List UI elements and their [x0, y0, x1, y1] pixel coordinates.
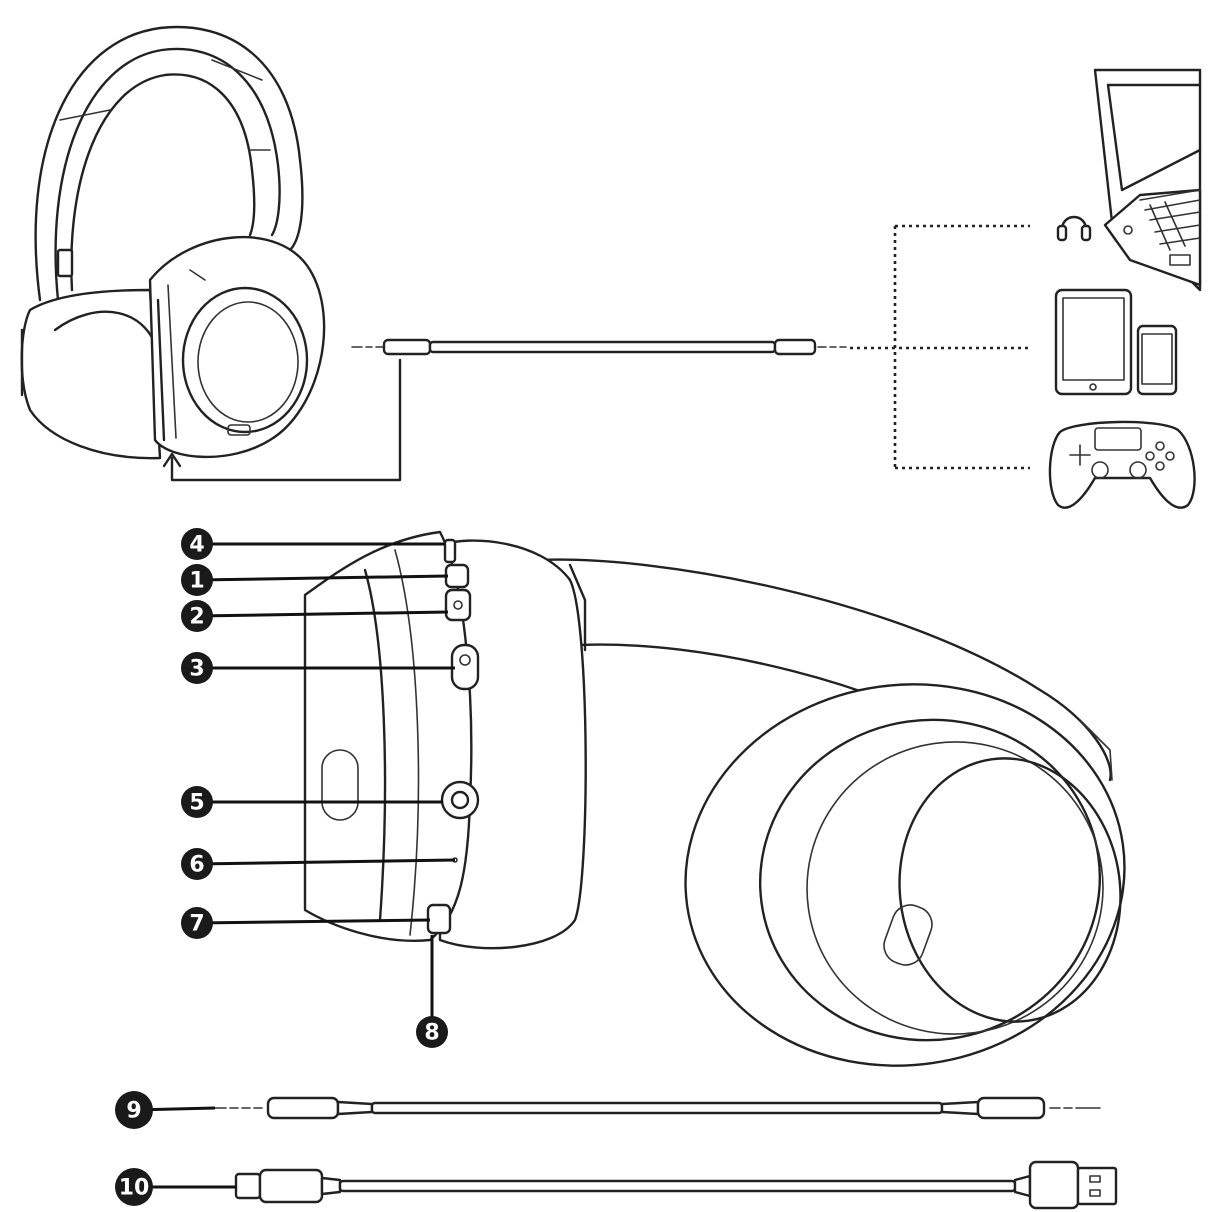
- callout-2-label: 2: [189, 605, 204, 630]
- callout-8: 8: [416, 1016, 448, 1048]
- callout-7-label: 7: [189, 912, 204, 937]
- callout-leaders: [133, 542, 456, 1189]
- aux-cable-top: [351, 338, 847, 356]
- callout-10: 10: [115, 1168, 153, 1206]
- usb-c-cable: [234, 1160, 1118, 1210]
- aux-cable: [214, 1096, 1101, 1120]
- callout-7: 7: [181, 907, 213, 939]
- laptop-icon: [1093, 68, 1202, 292]
- callout-1-label: 1: [189, 569, 204, 594]
- callout-6: 6: [181, 848, 213, 880]
- callout-3: 3: [181, 652, 213, 684]
- headphones-top-illustration: [20, 25, 326, 460]
- callout-9: 9: [115, 1091, 153, 1129]
- callout-4-label: 4: [189, 533, 204, 558]
- callout-5: 5: [181, 786, 213, 818]
- tablet-icon: [1054, 288, 1133, 396]
- callout-9-label: 9: [126, 1099, 141, 1124]
- connection-lines: [850, 224, 1030, 470]
- callout-4: 4: [181, 528, 213, 560]
- callout-5-label: 5: [189, 791, 204, 816]
- callout-10-label: 10: [119, 1176, 150, 1201]
- callout-6-label: 6: [189, 853, 204, 878]
- phone-icon: [1136, 324, 1178, 396]
- callout-3-label: 3: [189, 657, 204, 682]
- headset-icon: [1056, 215, 1092, 242]
- callout-8-label: 8: [424, 1021, 439, 1046]
- headphones-side-illustration: [303, 530, 1126, 1067]
- callout-2: 2: [181, 600, 213, 632]
- callout-1: 1: [181, 564, 213, 596]
- gamepad-icon: [1048, 420, 1196, 509]
- connection-arrow: [162, 358, 402, 482]
